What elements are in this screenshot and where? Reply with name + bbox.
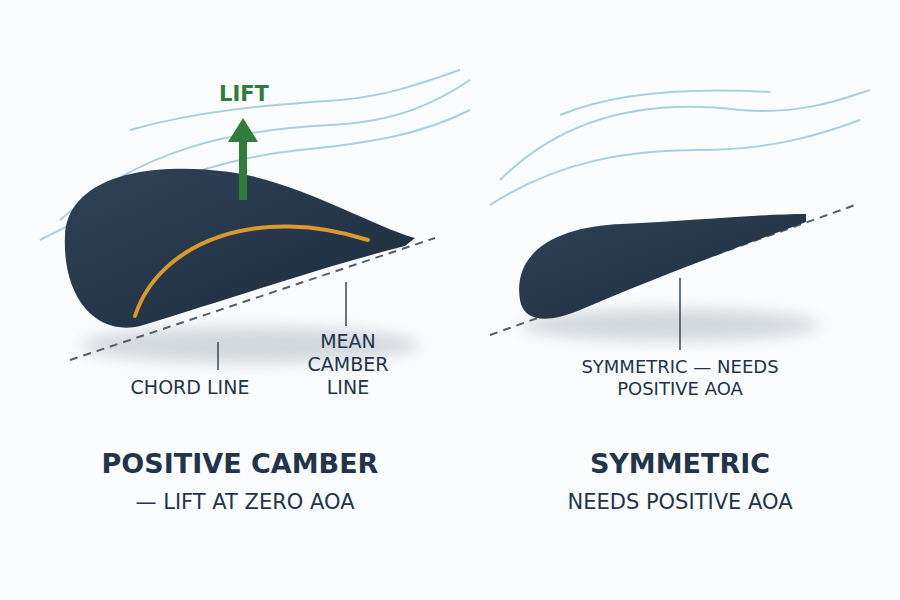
part-label: CHORD LINE	[131, 376, 250, 399]
lift-arrow	[239, 140, 247, 200]
panel-subtitle: NEEDS POSITIVE AOA	[568, 490, 793, 515]
mean-camber-line	[135, 226, 368, 316]
lift-arrowhead	[228, 118, 258, 142]
leader-line	[345, 282, 347, 326]
chord-line	[490, 204, 858, 335]
force-label: LIFT	[219, 82, 269, 107]
leader-line	[217, 342, 219, 370]
symmetric-airfoil	[519, 214, 806, 319]
leader-line	[679, 278, 681, 350]
panel-title: POSITIVE CAMBER	[102, 448, 379, 480]
panel-subtitle: — LIFT AT ZERO AOA	[136, 490, 355, 515]
part-label: MEAN CAMBER LINE	[293, 330, 403, 398]
note-label: SYMMETRIC — NEEDS POSITIVE AOA	[555, 356, 805, 399]
panel-title: SYMMETRIC	[590, 448, 770, 480]
